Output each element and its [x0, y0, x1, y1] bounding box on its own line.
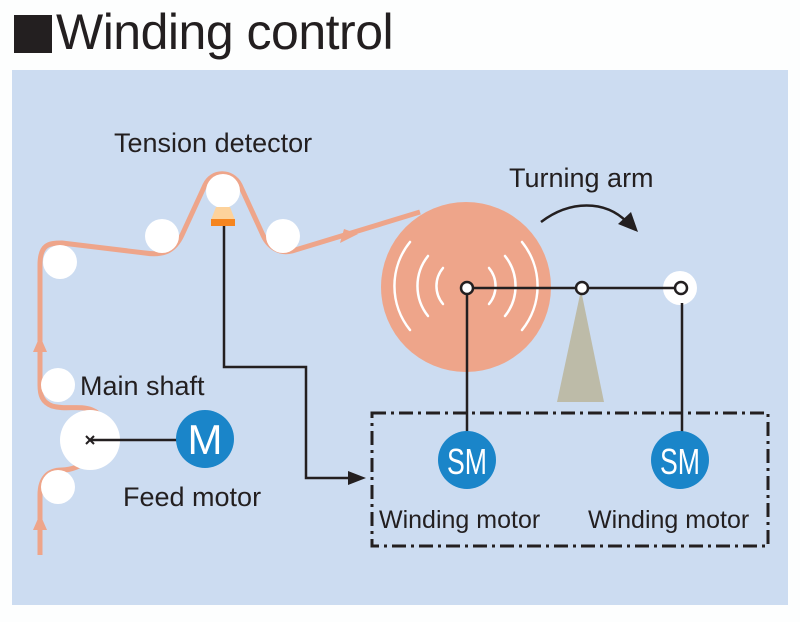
winding-motor-right-label: Winding motor [588, 506, 749, 534]
arm-pivot-joint [574, 280, 590, 296]
tension-signal-line [222, 226, 355, 480]
servo-motor-icon [438, 431, 496, 489]
guide-roller-1 [43, 245, 77, 279]
arm-joint-left [459, 280, 475, 296]
title-bullet-icon [14, 15, 52, 53]
tension-roller [206, 174, 240, 208]
feed-motor-label: Feed motor [123, 482, 261, 512]
title-text: Winding control [56, 4, 394, 60]
web-arrow-top-icon [340, 229, 358, 243]
guide-roller-3 [266, 219, 300, 253]
winding-motor-group-box [370, 411, 770, 548]
guide-roller-2 [145, 219, 179, 253]
feed-motor-icon [176, 410, 234, 468]
feed-motor: M [176, 410, 234, 468]
turning-arm-label: Turning arm [509, 163, 654, 193]
signal-arrowhead-icon [348, 471, 366, 485]
roll-winding-arcs [393, 240, 539, 332]
material-web-path [37, 171, 421, 555]
diagram-title: Winding control [14, 2, 394, 62]
winding-motor-right-symbol: SM [660, 441, 700, 482]
rotation-arrowhead-icon [618, 212, 638, 232]
tension-sensor-base [211, 219, 235, 226]
servo-motor-icon [651, 431, 709, 489]
guide-roller-5 [41, 470, 75, 504]
tension-detector-label: Tension detector [114, 128, 312, 158]
tension-sensor-body [211, 207, 235, 220]
winding-motor-left-label: Winding motor [379, 506, 540, 534]
winding-motor-right: SM [651, 431, 709, 489]
winding-motor-left: SM [438, 431, 496, 489]
main-shaft-x-icon [85, 435, 95, 445]
feed-motor-symbol: M [188, 416, 223, 463]
rotation-arrow [540, 204, 628, 223]
arm-joint-right [673, 280, 689, 296]
winding-motor-left-symbol: SM [447, 441, 487, 482]
web-arrow-bottom-icon [33, 514, 47, 530]
guide-roller-4 [41, 368, 75, 402]
web-arrow-left-icon [33, 336, 47, 352]
main-shaft-label: Main shaft [80, 371, 205, 401]
pivot-stand [557, 290, 604, 402]
